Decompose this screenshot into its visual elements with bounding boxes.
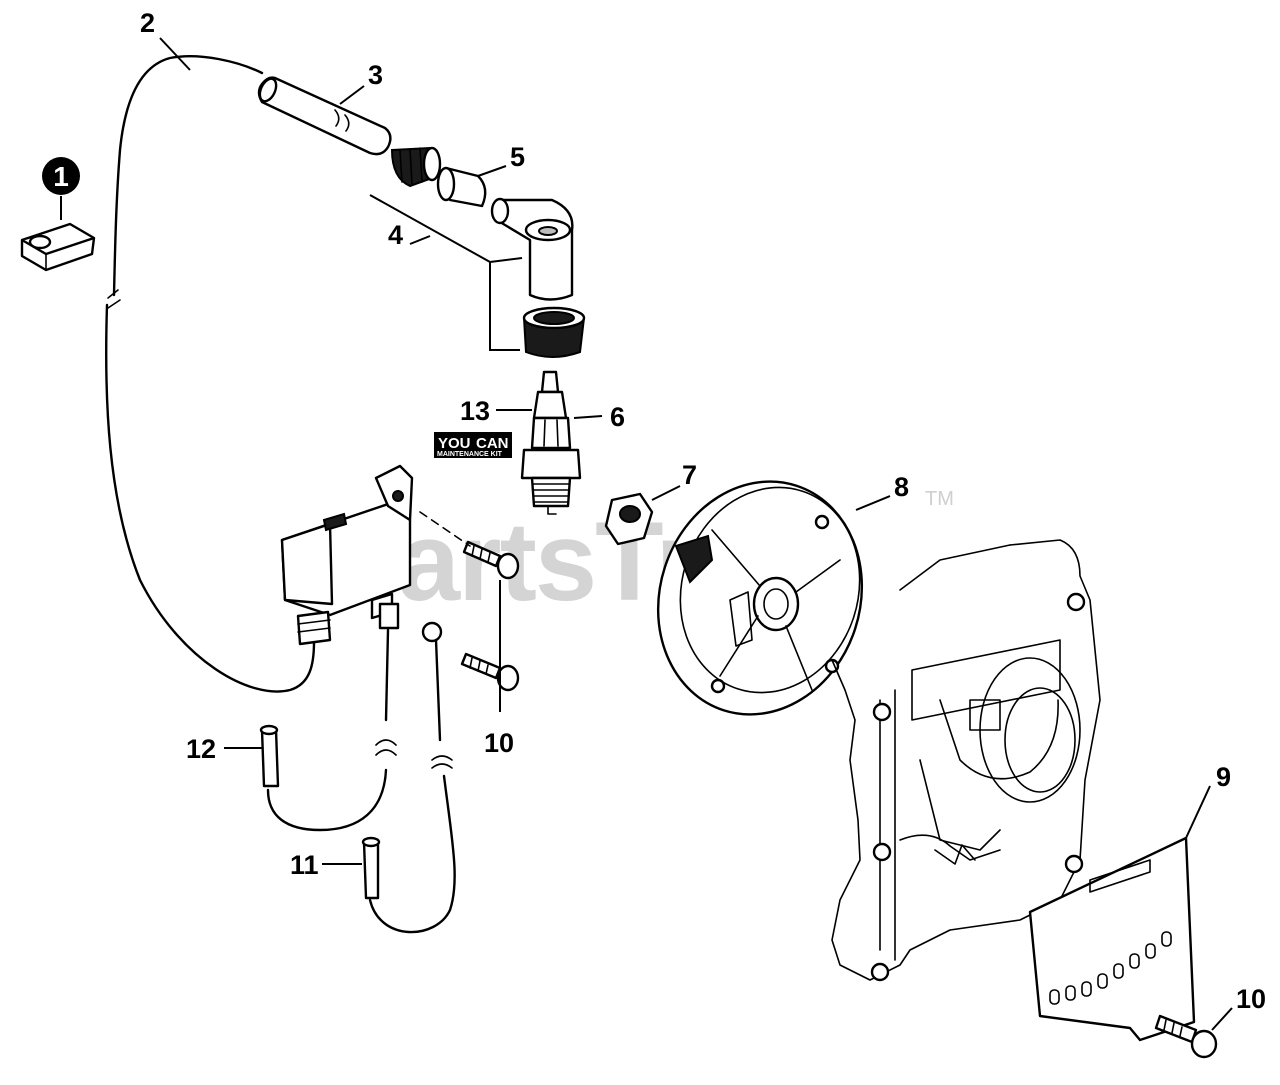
trademark-mark: TM [925,488,954,510]
callout-3[interactable]: 3 [368,60,383,90]
part-4-plug-cap-assembly[interactable] [369,146,586,358]
plate-slots [1049,931,1172,1005]
note-marker-text: 1 [53,161,69,192]
plug-connector-spring [390,146,442,188]
part-10-screw-plate[interactable] [1154,1014,1218,1059]
kit-badge-subtitle: MAINTENANCE KIT [437,451,503,458]
part-10-screw-upper[interactable] [462,540,520,580]
screw-alignment-line [419,511,471,547]
callout-numbers: 2 3 4 5 6 7 8 9 10 10 11 12 13 [140,8,1266,1014]
part-1-wire-clip[interactable] [20,222,96,272]
part-2-high-tension-wire[interactable] [104,55,316,693]
callout-10-screws[interactable]: 10 [484,728,514,758]
callout-10-plate[interactable]: 10 [1236,984,1266,1014]
leader-6 [573,415,603,419]
note-marker-1: 1 [42,157,80,220]
kit-badge-you: YOU [438,435,471,452]
callout-2[interactable]: 2 [140,8,155,38]
part-7-flywheel-nut[interactable] [604,492,654,546]
part-12-ground-lead[interactable] [259,602,400,832]
leader-2 [159,37,191,71]
callout-5[interactable]: 5 [510,142,525,172]
part-3-boot-tube[interactable] [257,76,392,156]
part-5-terminal-sleeve[interactable] [436,166,487,208]
part-9-shield-plate[interactable] [1028,836,1196,1042]
callout-7[interactable]: 7 [682,460,697,490]
leader-9 [1185,785,1211,839]
ignition-coil[interactable] [280,464,414,646]
spark-plug-cap [490,197,574,301]
callout-4[interactable]: 4 [388,220,403,250]
part-6-spark-plug[interactable] [520,370,582,515]
callout-13[interactable]: 13 [460,396,490,426]
leader-3 [339,85,365,105]
leader-5 [477,165,507,177]
you-can-maintenance-kit-badge[interactable]: YOU CAN MAINTENANCE KIT [434,432,512,458]
part-8-flywheel[interactable] [628,455,891,741]
callout-12[interactable]: 12 [186,734,216,764]
callout-6[interactable]: 6 [610,402,625,432]
plug-boot-ring [522,306,586,358]
callout-9[interactable]: 9 [1216,762,1231,792]
leader-lines [159,37,1233,1031]
part-11-stop-lead[interactable] [361,621,456,934]
part-10-screw-lower[interactable] [460,652,520,692]
callout-8[interactable]: 8 [894,472,909,502]
kit-badge-can: CAN [476,435,509,452]
leader-4 [409,235,431,245]
callout-11[interactable]: 11 [290,850,319,880]
engine-crankcase [831,539,1101,982]
leader-8 [855,495,891,511]
leader-7 [651,485,681,501]
leader-10-plate [1211,1007,1233,1031]
